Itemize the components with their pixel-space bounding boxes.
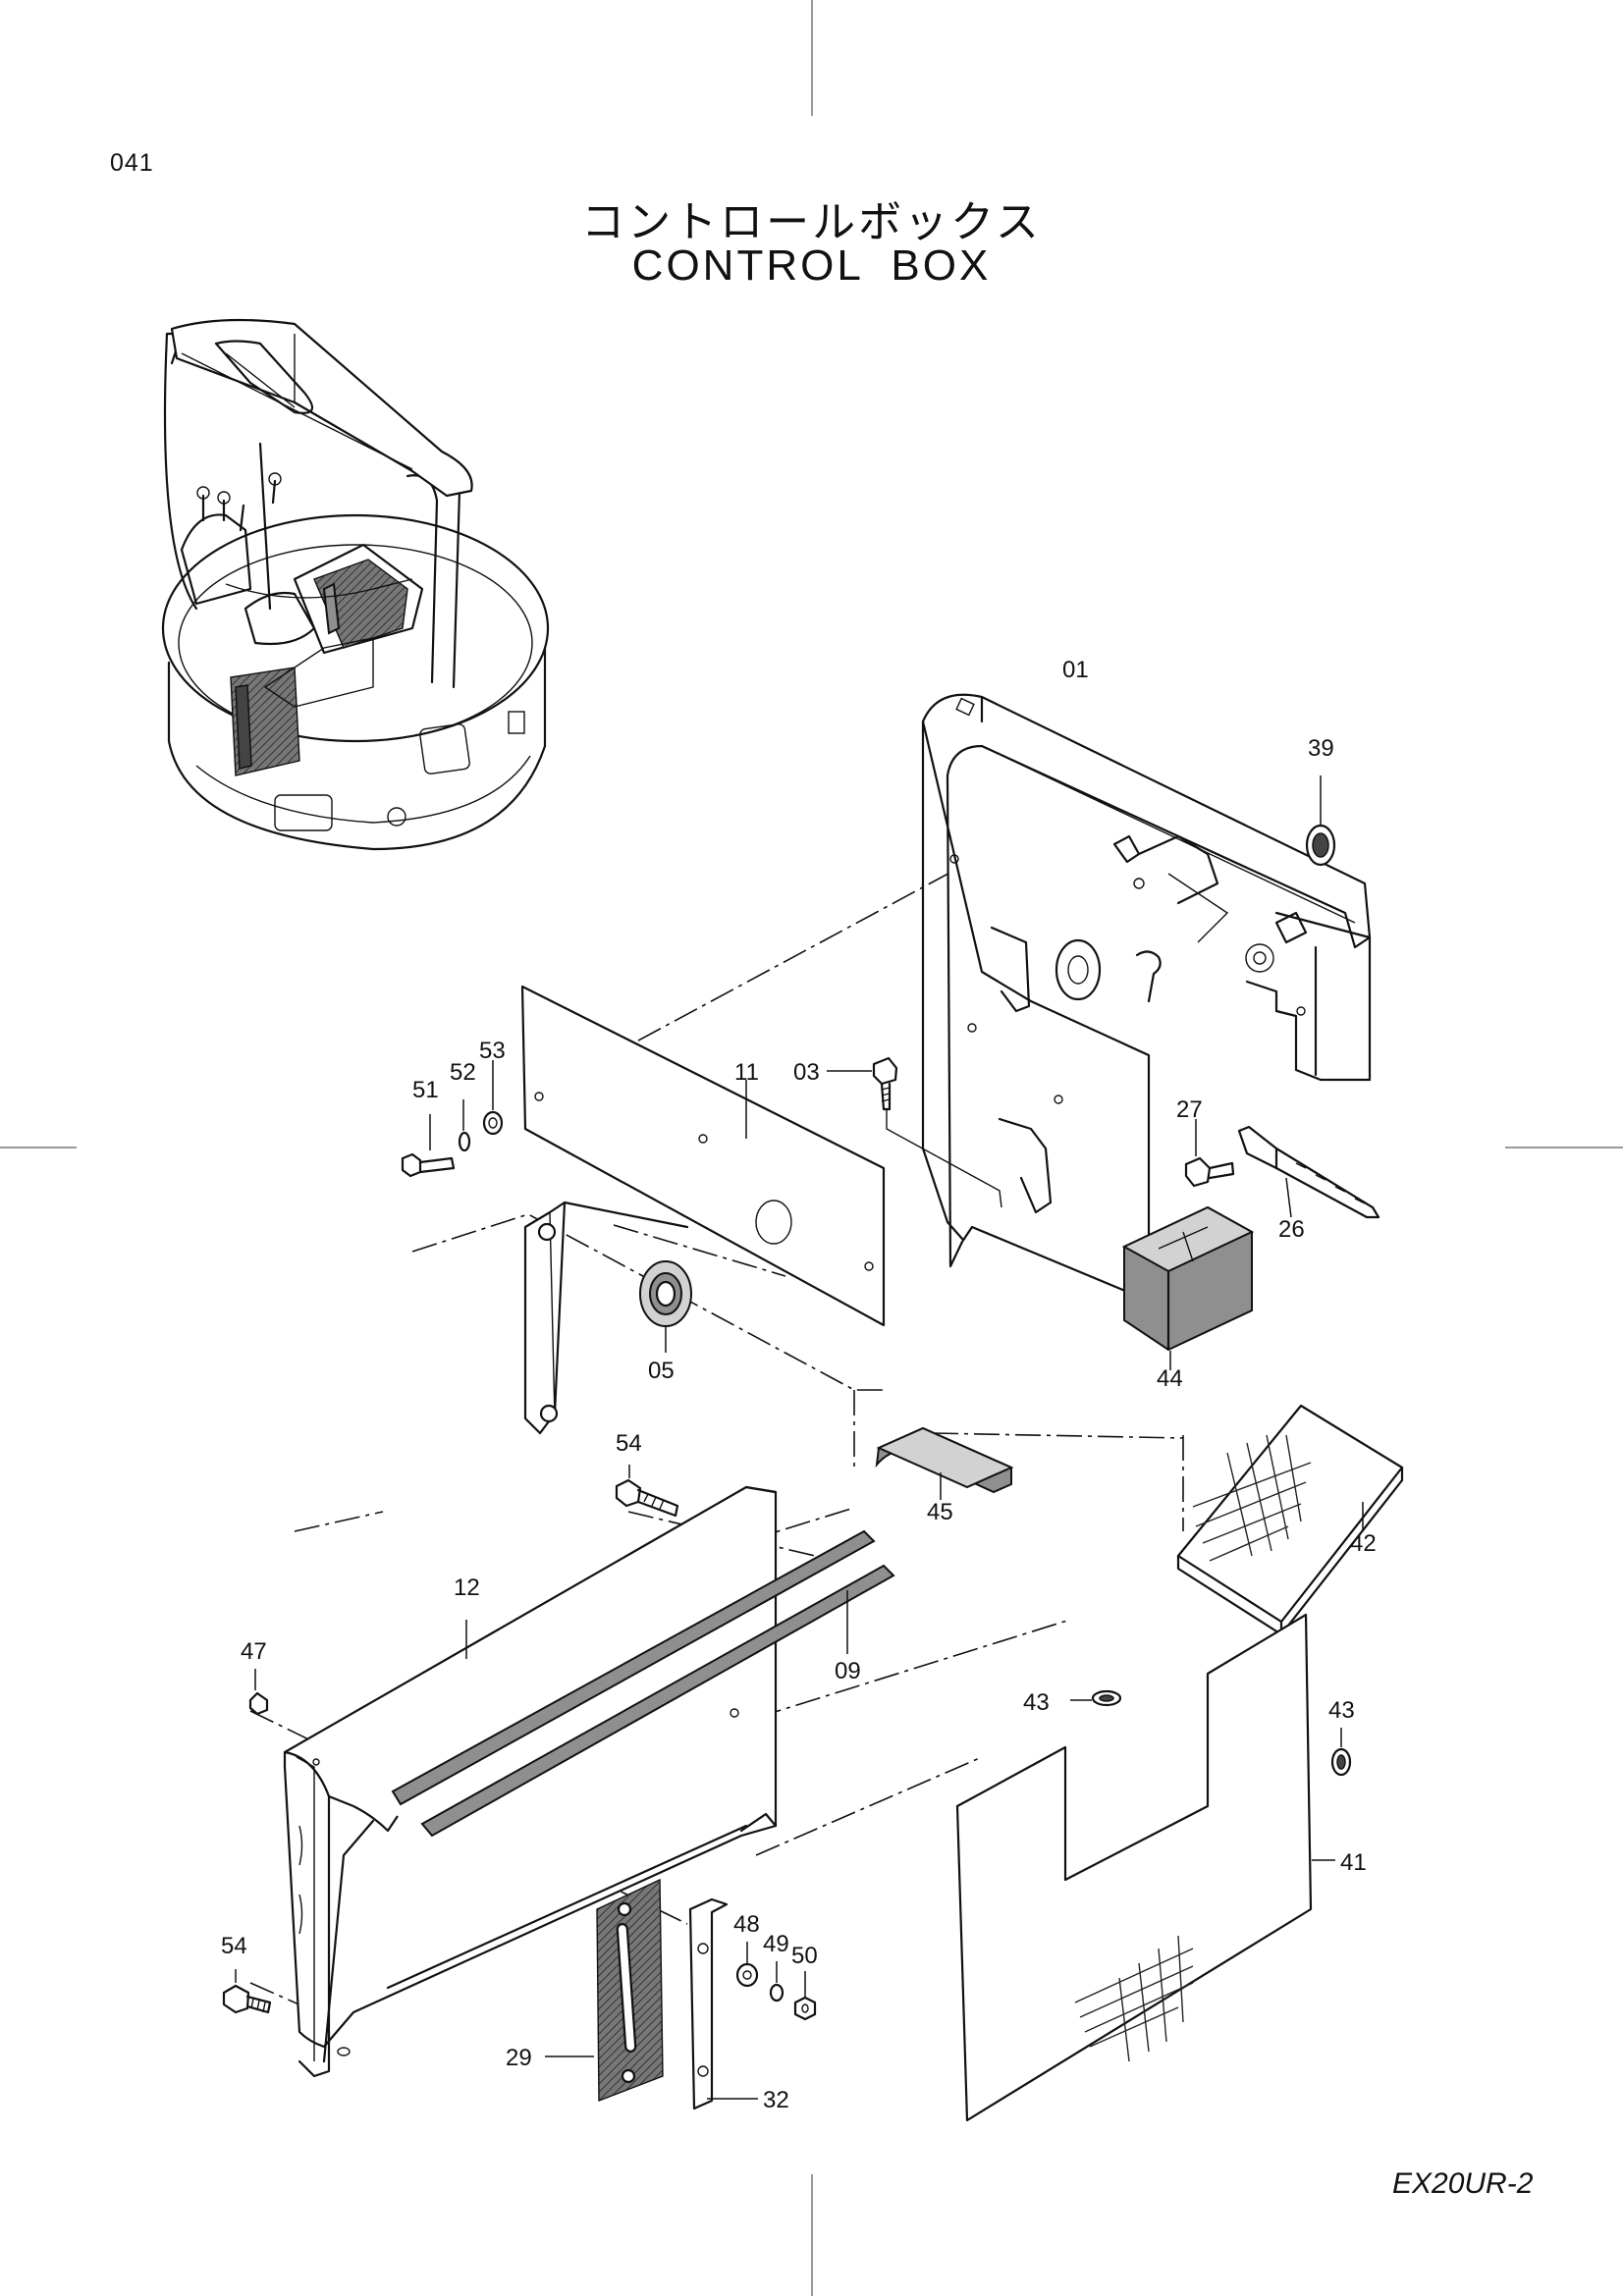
callout-49: 49 xyxy=(763,1931,789,1957)
part-51-52-53-bolt-set xyxy=(401,1060,504,1178)
part-41-lower-panel xyxy=(955,1613,1335,2122)
callout-50: 50 xyxy=(791,1943,818,1969)
part-11-plate xyxy=(520,985,886,1327)
callout-43-right: 43 xyxy=(1328,1697,1355,1724)
callout-44: 44 xyxy=(1157,1365,1183,1392)
callout-51: 51 xyxy=(412,1077,439,1103)
callout-48: 48 xyxy=(733,1911,760,1938)
callout-32: 32 xyxy=(763,2087,789,2113)
crop-mark-top xyxy=(811,0,813,116)
part-45-clip xyxy=(875,1426,1014,1500)
callout-54-lower: 54 xyxy=(221,1933,247,1959)
callout-53: 53 xyxy=(479,1038,506,1064)
callout-27: 27 xyxy=(1176,1096,1203,1123)
callout-41: 41 xyxy=(1340,1849,1367,1876)
callout-42: 42 xyxy=(1350,1530,1377,1557)
part-11-bracket xyxy=(523,1201,689,1435)
part-42-top-plate xyxy=(1176,1404,1404,1636)
callout-29: 29 xyxy=(506,2045,532,2071)
callout-26: 26 xyxy=(1278,1216,1305,1243)
callout-labels: 01 39 03 11 51 52 53 27 26 05 44 54 45 4… xyxy=(221,657,1377,2113)
part-32-bracket xyxy=(688,1897,758,2110)
title-english: CONTROL BOX xyxy=(631,241,992,290)
part-29-plate xyxy=(545,1878,664,2103)
part-44-control-unit xyxy=(1121,1205,1255,1370)
callout-09: 09 xyxy=(835,1658,861,1684)
title-japanese: コントロールボックス xyxy=(581,197,1042,247)
callout-11: 11 xyxy=(734,1059,759,1086)
part-27-26-screw-rod xyxy=(1184,1119,1380,1219)
callout-47: 47 xyxy=(241,1638,267,1665)
page-number: 041 xyxy=(110,149,154,177)
part-01-frame xyxy=(921,693,1372,1303)
part-03-bolt xyxy=(827,1056,1002,1208)
part-43-grommet-lower xyxy=(1070,1689,1122,1707)
crop-mark-left xyxy=(0,1147,77,1148)
crop-mark-right xyxy=(1505,1147,1623,1148)
part-54-bolt-lower xyxy=(222,1969,272,2014)
callout-03: 03 xyxy=(793,1059,820,1086)
part-48-49-50-hardware xyxy=(735,1942,817,2021)
part-54-bolt-upper xyxy=(615,1465,679,1518)
callout-43-lower: 43 xyxy=(1023,1689,1050,1716)
part-09-seal xyxy=(391,1529,895,1838)
callout-39: 39 xyxy=(1308,735,1334,762)
part-47-pin xyxy=(248,1669,269,1716)
callout-54-upper: 54 xyxy=(616,1430,642,1457)
part-43-grommet-right xyxy=(1330,1728,1352,1777)
part-39-grommet xyxy=(1305,775,1336,867)
callout-52: 52 xyxy=(450,1059,476,1086)
callout-12: 12 xyxy=(454,1575,480,1601)
callout-45: 45 xyxy=(927,1499,953,1525)
callout-05: 05 xyxy=(648,1358,675,1384)
crop-mark-bottom xyxy=(811,2174,813,2296)
part-05-grommet xyxy=(639,1260,692,1353)
callout-01: 01 xyxy=(1062,657,1089,683)
machine-overview-illustration xyxy=(161,318,550,851)
model-code: EX20UR-2 xyxy=(1392,2167,1534,2200)
